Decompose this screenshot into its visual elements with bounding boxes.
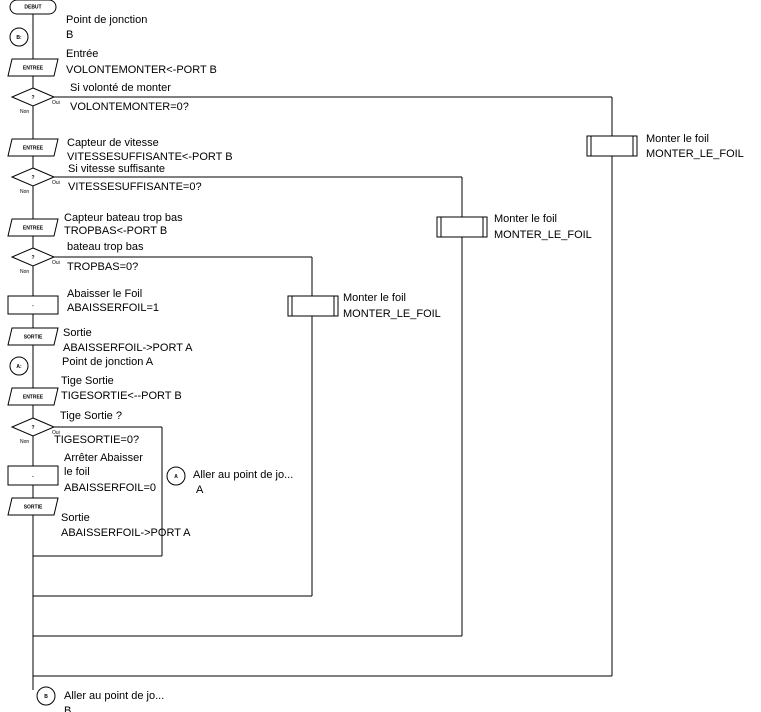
decision3-symbol: ?: [31, 255, 34, 261]
start-terminator[interactable]: [9, 0, 57, 15]
decision3-line2: TROPBAS=0?: [67, 261, 138, 273]
sub2-line2: MONTER_LE_FOIL: [494, 229, 592, 241]
output1-line2: ABAISSERFOIL->PORT A: [63, 342, 193, 354]
sub3-box[interactable]: [287, 295, 339, 317]
output2-parallelogram[interactable]: [7, 497, 59, 516]
decision1-line1: Si volonté de monter: [70, 82, 171, 94]
process2-line2: le foil: [64, 466, 90, 478]
process2-line3: ABAISSERFOIL=0: [64, 482, 156, 494]
decision3-diamond[interactable]: [10, 247, 56, 267]
goto-a-line1: Aller au point de jo...: [193, 469, 293, 481]
decision4-symbol: ?: [31, 425, 34, 431]
input1-parallelogram[interactable]: [7, 58, 59, 77]
junction-a-line1: Point de jonction A: [62, 356, 154, 368]
process1-symbol: -: [32, 303, 34, 309]
process1-line2: ABAISSERFOIL=1: [67, 302, 159, 314]
decision2-symbol: ?: [31, 175, 34, 181]
output2-line1: Sortie: [61, 512, 90, 524]
decision2-yes: Oui: [52, 180, 60, 186]
decision3-line1: bateau trop bas: [67, 241, 144, 253]
start-label: DEBUT: [24, 5, 41, 11]
decision1-no: Non: [20, 109, 29, 115]
decision1-symbol: ?: [31, 95, 34, 101]
decision2-line2: VITESSESUFFISANTE=0?: [68, 181, 202, 193]
junction-b-connector[interactable]: [9, 27, 29, 47]
goto-a-line2: A: [196, 484, 204, 496]
junction-b-line2: B: [66, 29, 73, 41]
decision2-line1: Si vitesse suffisante: [68, 163, 165, 175]
input4-parallelogram[interactable]: [7, 387, 59, 406]
output1-symbol: SORTIE: [24, 335, 43, 341]
input2-symbol: ENTREE: [23, 146, 44, 152]
process2-line1: Arrêter Abaisser: [64, 452, 143, 464]
decision4-line2: TIGESORTIE=0?: [54, 434, 139, 446]
sub1-box[interactable]: [586, 135, 638, 157]
output2-line2: ABAISSERFOIL->PORT A: [61, 527, 191, 539]
input4-symbol: ENTREE: [23, 395, 44, 401]
input3-symbol: ENTREE: [23, 226, 44, 232]
sub3-line2: MONTER_LE_FOIL: [343, 308, 441, 320]
input3-line1: Capteur bateau trop bas: [64, 212, 183, 224]
output1-parallelogram[interactable]: [7, 327, 59, 346]
decision3-yes: Oui: [52, 260, 60, 266]
junction-b-symbol: B:: [16, 35, 22, 41]
output1-line1: Sortie: [63, 327, 92, 339]
input2-parallelogram[interactable]: [7, 138, 59, 157]
goto-b-symbol: B: [44, 694, 48, 700]
goto-b-line2: B: [64, 705, 71, 712]
goto-b-connector[interactable]: [36, 686, 56, 706]
sub2-line1: Monter le foil: [494, 213, 557, 225]
process1-line1: Abaisser le Foil: [67, 288, 142, 300]
sub1-line2: MONTER_LE_FOIL: [646, 148, 744, 160]
input2-line2: VITESSESUFFISANTE<-PORT B: [67, 151, 233, 163]
sub2-box[interactable]: [436, 216, 488, 238]
junction-a-symbol: A:: [16, 364, 22, 370]
decision1-diamond[interactable]: [10, 87, 56, 107]
input1-line1: Entrée: [66, 48, 98, 60]
goto-b-line1: Aller au point de jo...: [64, 690, 164, 702]
decision1-line2: VOLONTEMONTER=0?: [70, 101, 189, 113]
decision4-line1: Tige Sortie ?: [60, 410, 122, 422]
input4-line2: TIGESORTIE<--PORT B: [61, 390, 182, 402]
output2-symbol: SORTIE: [24, 505, 43, 511]
input3-parallelogram[interactable]: [7, 218, 59, 237]
input2-line1: Capteur de vitesse: [67, 137, 159, 149]
process1-box[interactable]: [7, 295, 59, 315]
decision2-diamond[interactable]: [10, 167, 56, 187]
goto-a-connector[interactable]: [166, 466, 186, 486]
sub1-line1: Monter le foil: [646, 133, 709, 145]
flow-lines: [32, 14, 613, 690]
decision2-no: Non: [20, 189, 29, 195]
process2-box[interactable]: [7, 465, 59, 486]
sub3-line1: Monter le foil: [343, 292, 406, 304]
process2-symbol: -: [32, 474, 34, 480]
input3-line2: TROPBAS<-PORT B: [64, 225, 167, 237]
decision4-yes: Oui: [52, 430, 60, 436]
decision1-yes: Oui: [52, 100, 60, 106]
junction-b-line1: Point de jonction: [66, 14, 147, 26]
input1-symbol: ENTREE: [23, 66, 44, 72]
input4-line1: Tige Sortie: [61, 375, 114, 387]
decision4-no: Non: [20, 439, 29, 445]
decision4-diamond[interactable]: [10, 417, 56, 437]
goto-a-symbol: A: [174, 474, 178, 480]
decision3-no: Non: [20, 269, 29, 275]
input1-line2: VOLONTEMONTER<-PORT B: [66, 64, 217, 76]
junction-a-connector[interactable]: [9, 356, 29, 376]
